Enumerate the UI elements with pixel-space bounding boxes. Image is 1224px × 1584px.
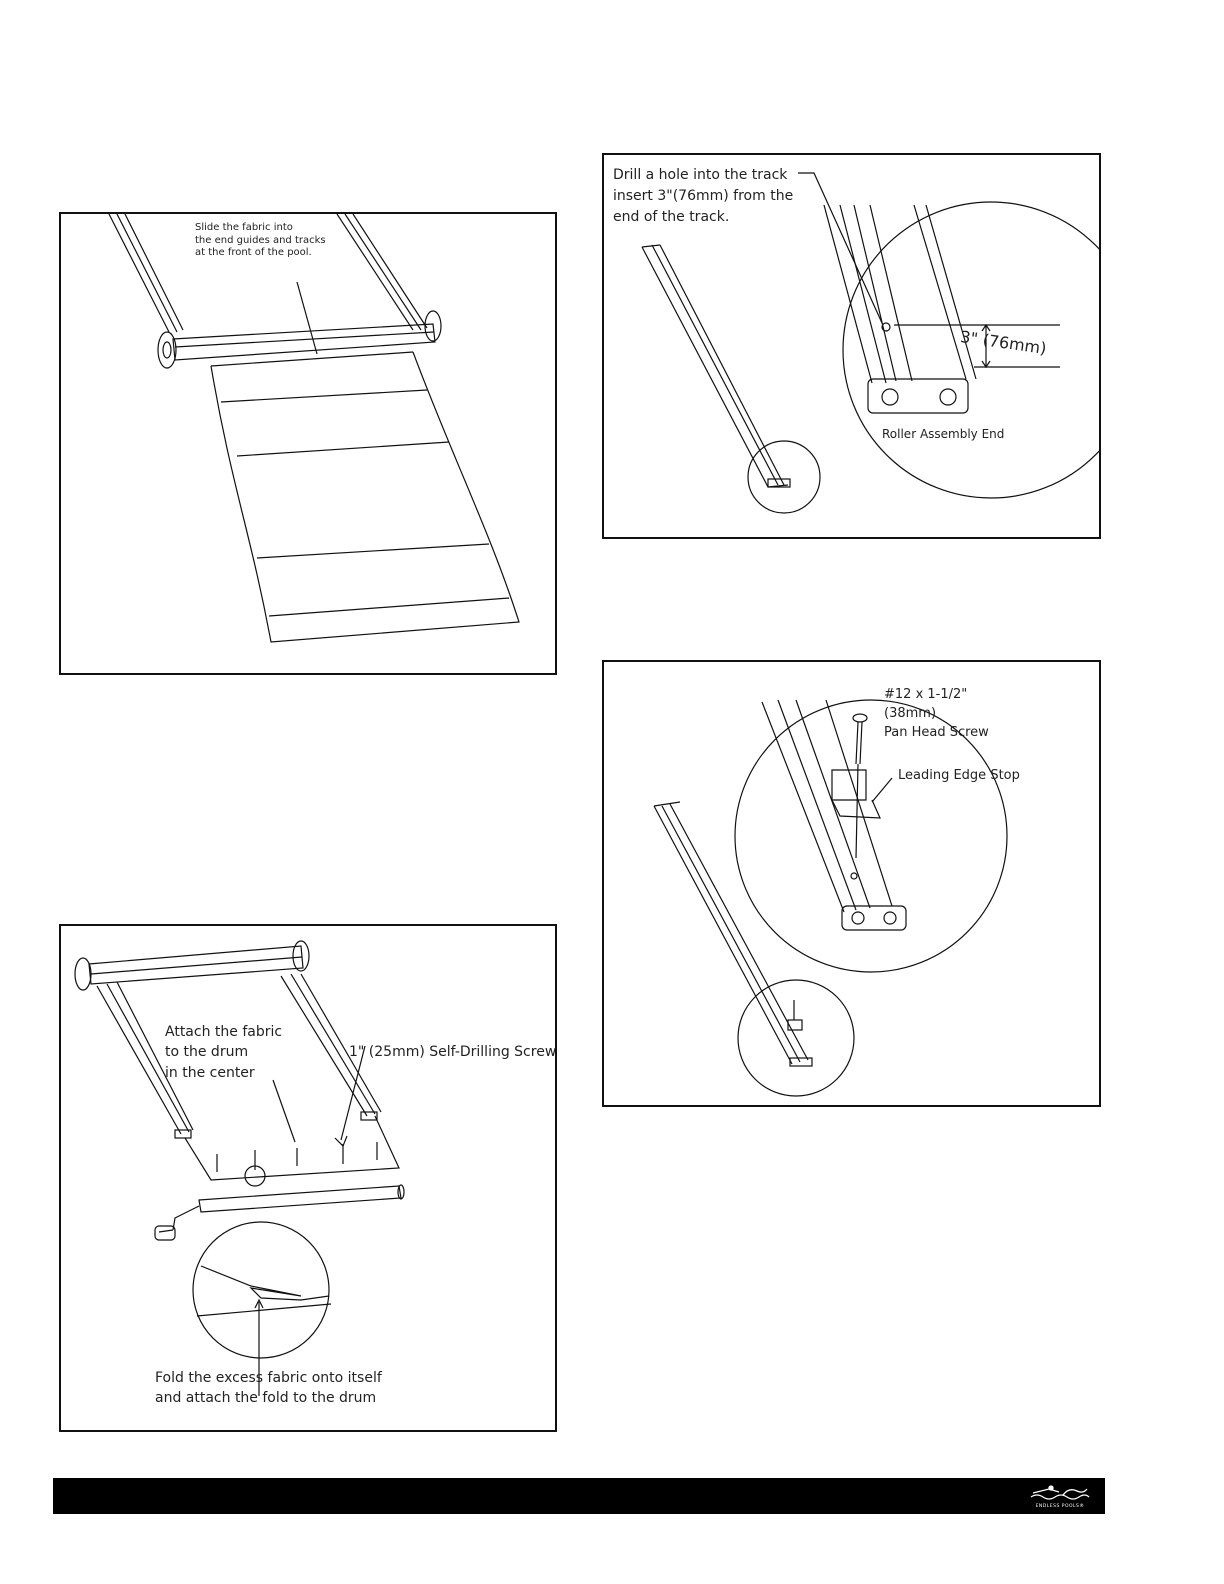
attach-fabric-drawing xyxy=(74,940,405,1396)
drill-hole-caption-line-1: Drill a hole into the track xyxy=(613,167,788,183)
slide-fabric-caption-line-3: at the front of the pool. xyxy=(195,247,312,258)
attach-fabric-figure: Attach the fabric to the drum in the cen… xyxy=(59,924,557,1432)
leading-edge-stop-label: Leading Edge Stop xyxy=(898,768,1020,783)
slide-fabric-drawing xyxy=(108,214,520,643)
drill-hole-caption-line-2: insert 3"(76mm) from the xyxy=(613,188,794,204)
drill-hole-figure: Drill a hole into the track insert 3"(76… xyxy=(602,153,1101,539)
pan-head-screw-label-line-2: (38mm) xyxy=(884,705,937,721)
edge-stop-drawing xyxy=(653,699,1008,1097)
attach-fabric-caption-line-3: in the center xyxy=(165,1064,255,1081)
edge-stop-figure: #12 x 1-1/2" (38mm) Pan Head Screw Leadi… xyxy=(602,660,1101,1107)
self-drilling-screw-label: 1" (25mm) Self-Drilling Screw xyxy=(349,1044,557,1060)
drill-hole-caption-line-3: end of the track. xyxy=(613,209,730,225)
slide-fabric-caption-line-1: Slide the fabric into xyxy=(195,222,293,233)
drill-hole-drawing xyxy=(641,172,1099,514)
pan-head-screw-label-line-3: Pan Head Screw xyxy=(884,724,989,740)
roller-assembly-end-label: Roller Assembly End xyxy=(882,427,1005,441)
footer-bar: ENDLESS POOLS® xyxy=(53,1478,1105,1514)
fold-caption-line-1: Fold the excess fabric onto itself xyxy=(155,1370,382,1386)
pan-head-screw-label-line-1: #12 x 1-1/2" xyxy=(884,687,968,702)
attach-fabric-caption-line-2: to the drum xyxy=(165,1044,249,1061)
endless-pools-logo: ENDLESS POOLS® xyxy=(1029,1483,1091,1509)
slide-fabric-caption-line-2: the end guides and tracks xyxy=(195,234,326,246)
slide-fabric-figure: Slide the fabric into the end guides and… xyxy=(59,212,557,675)
swimmer-wave-icon xyxy=(1030,1485,1090,1500)
fold-caption-line-2: and attach the fold to the drum xyxy=(155,1390,377,1407)
logo-wordmark: ENDLESS POOLS® xyxy=(1035,1504,1085,1509)
attach-fabric-caption-line-1: Attach the fabric xyxy=(165,1024,283,1040)
